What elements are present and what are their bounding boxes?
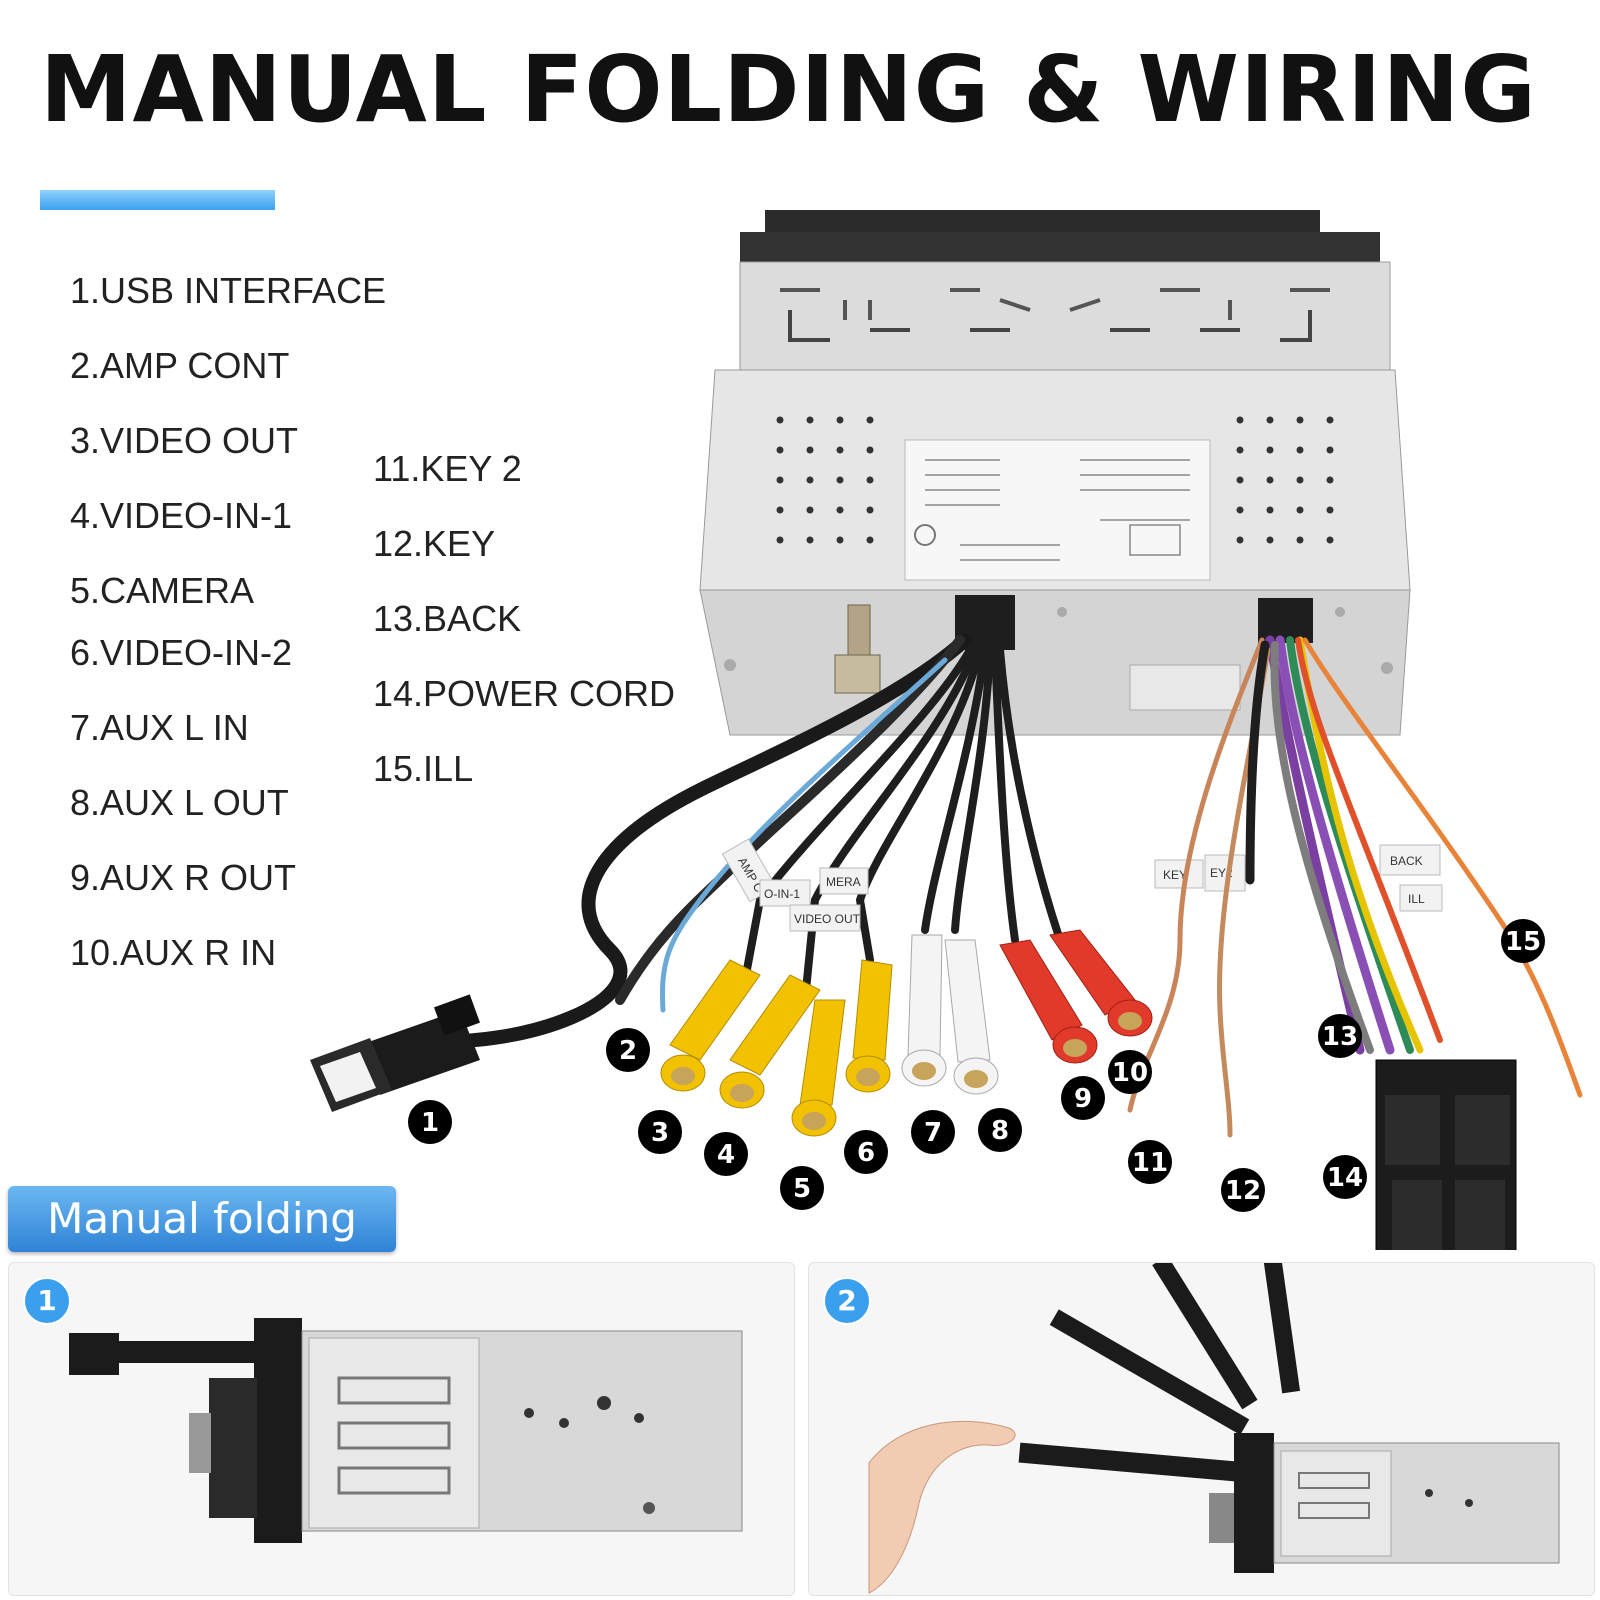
tag-ill: ILL: [1408, 892, 1425, 906]
callout-12: 12: [1225, 1176, 1261, 1206]
usb-connector: [310, 994, 480, 1112]
legend-item: 4.VIDEO-IN-1: [70, 495, 293, 536]
callout-1: 1: [421, 1108, 439, 1138]
cable-tags: AMP C O-IN-1 MERA VIDEO OUT KEY EY2 BACK…: [721, 838, 1443, 932]
callout-2: 2: [619, 1036, 637, 1066]
callout-10: 10: [1112, 1058, 1148, 1088]
legend-item: 5.CAMERA: [70, 570, 255, 611]
wiring-diagram: AMP C O-IN-1 MERA VIDEO OUT KEY EY2 BACK…: [310, 210, 1583, 1250]
tag-camera: MERA: [826, 875, 861, 889]
callouts: 1 2 3 4 5 6 7 8 9 10 11 12 13 14 15: [408, 919, 1545, 1212]
callout-7: 7: [924, 1118, 942, 1148]
title-underline: [40, 190, 275, 210]
tag-key: KEY: [1163, 868, 1187, 882]
legend-item: 14.POWER CORD: [373, 673, 676, 714]
legend-item: 11.KEY 2: [373, 448, 522, 489]
legend-item: 12.KEY: [373, 523, 496, 564]
legend-item: 13.BACK: [373, 598, 522, 639]
legend-item: 3.VIDEO OUT: [70, 420, 299, 461]
callout-4: 4: [717, 1140, 735, 1170]
legend-item: 7.AUX L IN: [70, 707, 249, 748]
rca-plugs: [660, 929, 1153, 1137]
manual-folding-label: Manual folding: [8, 1186, 396, 1252]
legend-item: 2.AMP CONT: [70, 345, 290, 386]
callout-15: 15: [1505, 927, 1541, 957]
legend-item: 10.AUX R IN: [70, 932, 277, 973]
callout-6: 6: [857, 1138, 875, 1168]
callout-9: 9: [1074, 1084, 1092, 1114]
callout-11: 11: [1132, 1148, 1168, 1178]
tag-video-in: O-IN-1: [764, 887, 800, 901]
legend-item: 1.USB INTERFACE: [70, 270, 387, 311]
callout-5: 5: [793, 1174, 811, 1204]
step-1-badge: 1: [23, 1277, 71, 1325]
step-2-badge: 2: [823, 1277, 871, 1325]
tag-video-out: VIDEO OUT: [794, 912, 861, 926]
step-1-panel: 1: [8, 1262, 795, 1596]
callout-14: 14: [1327, 1163, 1363, 1193]
legend-item: 15.ILL: [373, 748, 474, 789]
callout-8: 8: [991, 1116, 1009, 1146]
step-2-panel: 2: [808, 1262, 1595, 1596]
legend-item: 9.AUX R OUT: [70, 857, 297, 898]
callout-3: 3: [651, 1118, 669, 1148]
power-harness: [1127, 598, 1583, 1250]
legend-item: 8.AUX L OUT: [70, 782, 289, 823]
step-2-illustration: [868, 1263, 1560, 1594]
step-1-illustration: [69, 1318, 743, 1543]
legend-item: 6.VIDEO-IN-2: [70, 632, 293, 673]
page-title: MANUAL FOLDING & WIRING: [40, 36, 1537, 143]
callout-13: 13: [1322, 1022, 1358, 1052]
tag-back: BACK: [1390, 854, 1423, 868]
